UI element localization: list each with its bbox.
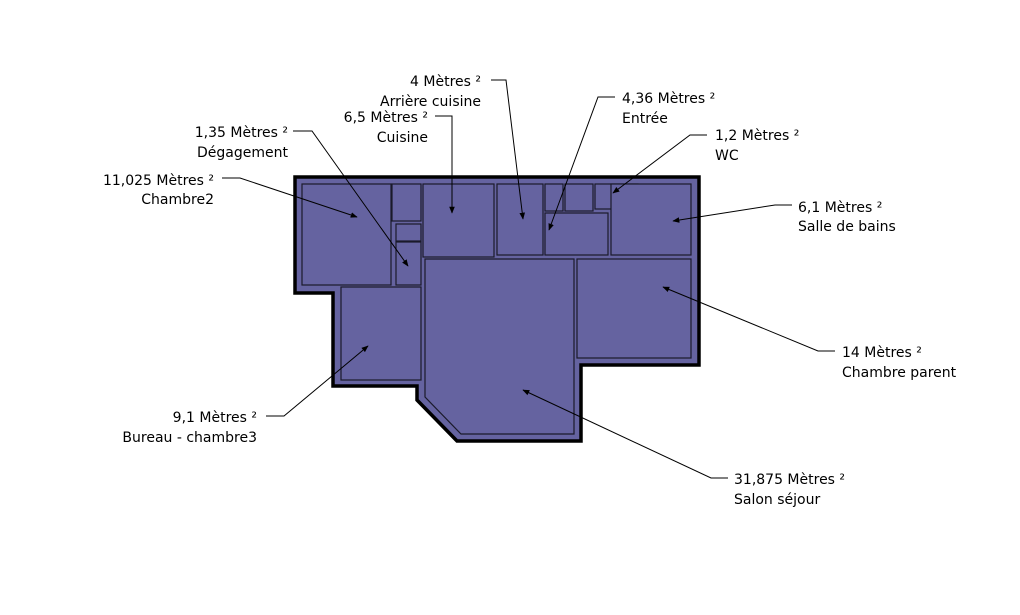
- label-arriere-cuisine: 4 Mètres ² Arrière cuisine: [380, 74, 481, 110]
- name-bureau-chambre3: Bureau - chambre3: [122, 430, 257, 446]
- room-bureau-chambre3: [340, 286, 422, 381]
- area-bureau-chambre3: 9,1 Mètres ²: [173, 410, 257, 426]
- room-chambre-parent: [576, 258, 692, 359]
- name-arriere-cuisine: Arrière cuisine: [380, 94, 481, 110]
- name-chambre-parent: Chambre parent: [842, 365, 957, 381]
- area-chambre-parent: 14 Mètres ²: [842, 345, 922, 361]
- name-cuisine: Cuisine: [377, 130, 428, 146]
- label-chambre-parent: 14 Mètres ² Chambre parent: [842, 345, 957, 381]
- room-salon-sejour: [424, 258, 575, 435]
- label-cuisine: 6,5 Mètres ² Cuisine: [344, 110, 428, 146]
- area-wc: 1,2 Mètres ²: [715, 128, 799, 144]
- name-wc: WC: [715, 148, 739, 164]
- label-salle-de-bains: 6,1 Mètres ² Salle de bains: [798, 200, 896, 235]
- area-salon-sejour: 31,875 Mètres ²: [734, 472, 845, 488]
- area-cuisine: 6,5 Mètres ²: [344, 110, 428, 126]
- name-salon-sejour: Salon séjour: [734, 492, 820, 508]
- room-entree-closet: [544, 183, 564, 212]
- label-entree: 4,36 Mètres ² Entrée: [622, 91, 715, 127]
- room-small-closet: [391, 183, 422, 222]
- room-salle-de-bains: [610, 183, 692, 256]
- leader-chambre-parent: [662, 286, 835, 352]
- room-chambre2: [301, 183, 392, 286]
- room-degagement: [395, 241, 422, 286]
- leader-entree: [548, 96, 615, 231]
- room-entree: [544, 212, 609, 256]
- label-wc: 1,2 Mètres ² WC: [715, 128, 799, 164]
- label-salon-sejour: 31,875 Mètres ² Salon séjour: [734, 472, 845, 508]
- label-degagement: 1,35 Mètres ² Dégagement: [195, 125, 289, 161]
- label-chambre2: 11,025 Mètres ² Chambre2: [103, 173, 214, 208]
- area-salle-de-bains: 6,1 Mètres ²: [798, 200, 882, 216]
- area-arriere-cuisine: 4 Mètres ²: [410, 74, 481, 90]
- name-degagement: Dégagement: [197, 145, 288, 161]
- leader-arriere-cuisine: [491, 79, 526, 220]
- leader-degagement: [293, 130, 409, 267]
- room-entree-closet-2: [564, 183, 594, 212]
- area-chambre2: 11,025 Mètres ²: [103, 173, 214, 189]
- leader-chambre2: [222, 177, 358, 218]
- room-cuisine: [422, 183, 495, 258]
- area-degagement: 1,35 Mètres ²: [195, 125, 288, 141]
- label-bureau-chambre3: 9,1 Mètres ² Bureau - chambre3: [122, 410, 257, 446]
- area-entree: 4,36 Mètres ²: [622, 91, 715, 107]
- rooms: [301, 183, 692, 435]
- leader-bureau-chambre3: [266, 345, 369, 417]
- room-small-closet-2: [395, 223, 422, 242]
- leader-cuisine: [435, 115, 455, 214]
- name-chambre2: Chambre2: [141, 192, 214, 208]
- leader-wc: [612, 134, 707, 194]
- leader-salle-de-bains: [672, 204, 792, 223]
- name-salle-de-bains: Salle de bains: [798, 219, 896, 235]
- name-entree: Entrée: [622, 111, 668, 127]
- leader-salon-sejour: [522, 389, 728, 479]
